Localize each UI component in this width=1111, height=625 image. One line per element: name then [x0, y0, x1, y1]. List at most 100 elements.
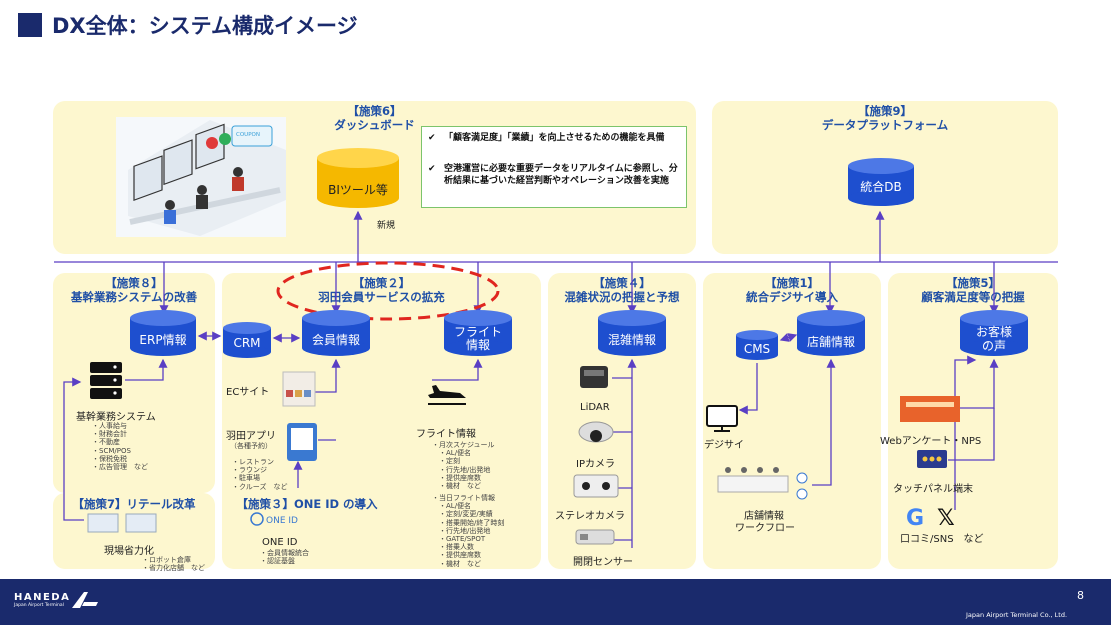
panel-congestion-name: 混雑状況の把握と予想	[564, 290, 680, 304]
app-phone-icon	[287, 423, 317, 461]
haneda-logo: HANEDA	[14, 592, 71, 603]
check-item-2: ✔ 空港運営に必要な重要データをリアルタイムに参照し、分析結果に基づいた経営判断…	[428, 163, 680, 187]
member-label: 会員情報	[311, 333, 360, 347]
panel-data-platform-title: 【施策9】 データプラットフォーム	[712, 104, 1058, 132]
panel-oneid-title: 【施策３】ONE ID の導入	[236, 497, 378, 511]
ip-camera-label: IPカメラ	[576, 459, 615, 470]
panel-core-system-name: 基幹業務システムの改善	[70, 290, 198, 304]
panel-digital-signage-num: 【施策1】	[764, 276, 819, 290]
panel-dashboard-num: 【施策6】	[347, 104, 402, 118]
panel-member-service-num: 【施策２】	[352, 276, 411, 290]
lidar-label: LiDAR	[580, 402, 610, 413]
open-close-sensor-icon	[575, 529, 615, 545]
sns-label: 口コミ/SNS など	[900, 534, 984, 545]
congestion-label: 混雑情報	[607, 333, 656, 347]
workflow-illustration	[717, 467, 808, 500]
customer-voice-cylinder	[960, 310, 1028, 356]
store-workflow-label-1: 店舗情報	[744, 511, 784, 522]
cms-label: CMS	[743, 342, 771, 356]
haneda-wing-icon	[72, 592, 98, 608]
ip-camera-icon	[578, 421, 614, 443]
web-survey-label: Webアンケート・NPS	[880, 436, 982, 447]
member-cylinder	[302, 310, 370, 356]
check-item-1: ✔ 「顧客満足度」「業績」を向上させるための機能を具備	[428, 132, 680, 144]
check-mark-icon: ✔	[428, 164, 436, 174]
field-saving-label: 現場省力化	[104, 546, 154, 557]
stereo-camera-icon	[573, 474, 619, 498]
core-system-label: 基幹業務システム	[76, 412, 156, 423]
panel-satisfaction-title: 【施策5】 顧客満足度等の把握	[888, 276, 1058, 304]
panel-member-service-title: 【施策２】 羽田会員サービスの拡充	[222, 276, 541, 304]
flight-info-label: フライト情報	[416, 429, 476, 440]
check-mark-icon: ✔	[428, 133, 436, 143]
haneda-app-list: ・レストラン ・ラウンジ ・駐車場 ・クルーズ など	[232, 458, 288, 491]
flight-db-label: フライト 情報	[453, 325, 502, 352]
crm-cylinder	[223, 322, 271, 358]
page-number: 8	[1077, 589, 1084, 602]
panel-dashboard-title: 【施策6】 ダッシュボード	[53, 104, 696, 132]
flight-cylinder	[444, 310, 512, 356]
store-db-label: 店舗情報	[806, 335, 855, 349]
touch-panel-label: タッチパネル端末	[893, 484, 973, 495]
server-icon	[90, 362, 122, 399]
open-close-sensor-label: 開閉センサー	[573, 557, 633, 568]
bi-tool-cylinder	[317, 148, 399, 208]
ec-site-thumbnail	[282, 371, 316, 407]
customer-voice-label: お客様 の声	[975, 325, 1012, 353]
lidar-icon	[580, 366, 608, 388]
check-text-2: 空港運営に必要な重要データをリアルタイムに参照し、分析結果に基づいた経営判断やオ…	[444, 164, 678, 186]
panel-member-service-name: 羽田会員サービスの拡充	[318, 290, 445, 304]
company-name: Japan Airport Terminal Co., Ltd.	[966, 611, 1068, 619]
cms-cylinder	[736, 330, 778, 360]
panel-satisfaction-num: 【施策5】	[945, 276, 1000, 290]
congestion-cylinder	[598, 310, 666, 356]
store-cylinder	[797, 310, 865, 356]
oneid-label: ONE ID	[262, 537, 298, 548]
field-saving-list: ・ロボット倉庫 ・省力化店舗 など	[142, 556, 205, 573]
page-title: DX全体：システム構成イメージ	[52, 14, 358, 38]
svg-text:𝕏: 𝕏	[937, 506, 955, 531]
digital-signage-label: デジサイ	[704, 440, 744, 451]
panel-congestion-title: 【施策４】 混雑状況の把握と予想	[548, 276, 696, 304]
panel-data-platform-num: 【施策9】	[857, 104, 912, 118]
oneid-logo-text: ONE ID	[266, 516, 298, 526]
panel-data-platform-name: データプラットフォーム	[821, 118, 949, 132]
erp-cylinder	[130, 310, 196, 356]
x-logo-icon: 𝕏	[937, 506, 955, 531]
panel-dashboard-name: ダッシュボード	[334, 118, 415, 132]
panel-core-system-num: 【施策８】	[105, 276, 163, 290]
check-text-1: 「顧客満足度」「業績」を向上させるための機能を具備	[444, 133, 665, 143]
haneda-logo-sub: Japan Airport Terminal	[14, 603, 64, 608]
panel-congestion-num: 【施策４】	[593, 276, 651, 290]
footer-bar	[0, 579, 1111, 625]
oneid-list: ・会員情報統合 ・認証基盤	[260, 549, 309, 566]
highlight-ellipse	[276, 261, 500, 321]
dashboard-feature-box: ✔ 「顧客満足度」「業績」を向上させるための機能を具備 ✔ 空港運営に必要な重要…	[421, 126, 687, 208]
panel-retail-title: 【施策7】リテール改革	[72, 497, 196, 511]
stereo-camera-label: ステレオカメラ	[555, 511, 625, 522]
google-logo-icon: G	[906, 506, 924, 531]
oneid-logo-icon: ONE ID	[250, 512, 298, 526]
touch-panel-icon	[917, 450, 947, 468]
haneda-app-label: 羽田アプリ	[226, 431, 276, 442]
airplane-icon	[428, 385, 466, 405]
integrated-db-label: 統合DB	[860, 180, 902, 194]
ec-site-label: ECサイト	[226, 387, 270, 398]
crm-label: CRM	[233, 336, 261, 350]
bi-tool-label: BIツール等	[328, 183, 388, 197]
store-workflow-label-2: ワークフロー	[735, 523, 795, 534]
digital-signage-icon	[706, 405, 738, 432]
flight-info-list-daily: ・当日フライト情報 ・AL/便名 ・定刻/変更/実績 ・搭乗開始/終了時刻 ・行…	[432, 494, 505, 568]
panel-digital-signage-title: 【施策1】 統合デジサイ導入	[703, 276, 881, 304]
coupon-text: COUPON	[236, 132, 260, 138]
integrated-db-cylinder	[848, 158, 914, 206]
web-survey-banner	[900, 396, 960, 422]
erp-label: ERP情報	[139, 333, 187, 347]
operations-room-illustration: COUPON	[116, 117, 286, 237]
panel-digital-signage-name: 統合デジサイ導入	[746, 290, 838, 304]
title-mark	[18, 13, 42, 37]
retail-robot-icon	[87, 513, 157, 533]
flight-info-list-monthly: ・月次スケジュール ・AL/便名 ・定刻 ・行先地/出発地 ・提供座席数 ・機材…	[432, 441, 495, 491]
panel-core-system-title: 【施策８】 基幹業務システムの改善	[53, 276, 215, 304]
